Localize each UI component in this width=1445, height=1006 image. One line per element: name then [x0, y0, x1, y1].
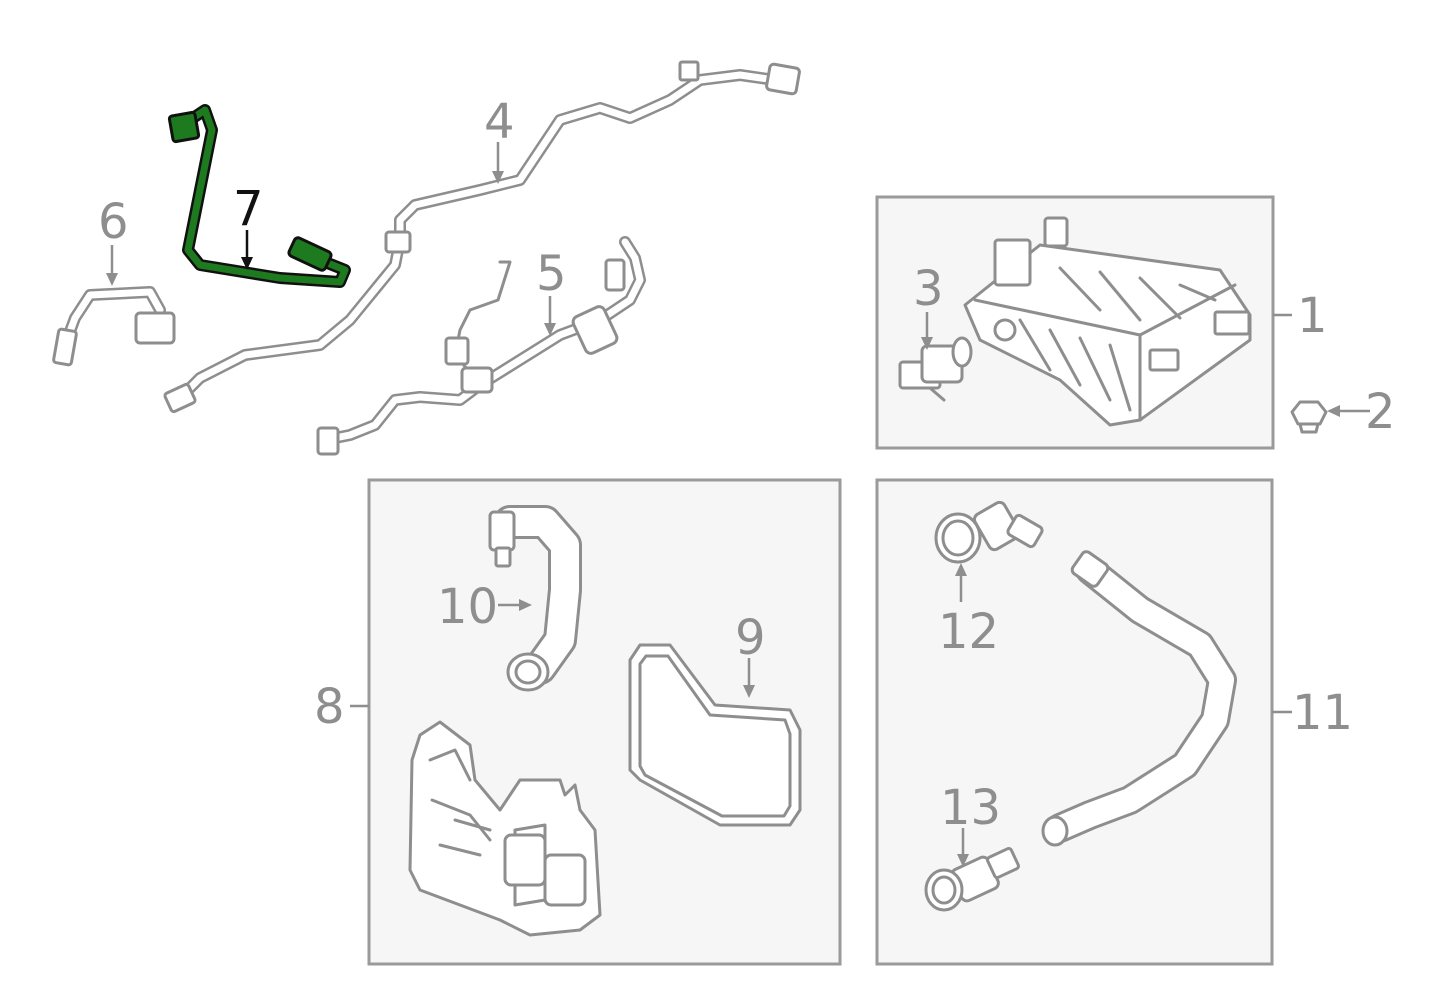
- callout-5: 5: [536, 246, 567, 302]
- callout-11: 11: [1292, 685, 1353, 741]
- part-7-oxygen-sensor-highlighted[interactable]: [167, 104, 351, 288]
- part-2-clip[interactable]: [1290, 400, 1328, 434]
- part-1-vapor-canister[interactable]: [963, 216, 1252, 427]
- callout-8: 8: [314, 679, 345, 735]
- callout-12: 12: [938, 604, 999, 660]
- part-5-wiring-harness[interactable]: [316, 236, 646, 456]
- callout-9: 9: [735, 610, 766, 666]
- part-9-gasket[interactable]: [628, 643, 802, 827]
- part-10-pcv-hose[interactable]: [488, 505, 582, 692]
- callout-7: 7: [233, 181, 264, 237]
- leader-lines: [106, 142, 1370, 867]
- callout-4: 4: [484, 94, 515, 150]
- callout-10: 10: [437, 579, 498, 635]
- callout-2: 2: [1365, 384, 1396, 440]
- callout-6: 6: [98, 194, 129, 250]
- part-3-purge-valve[interactable]: [898, 336, 973, 402]
- part-12-elbow-connector[interactable]: [934, 500, 1044, 564]
- part-6-oxygen-sensor[interactable]: [52, 286, 176, 367]
- part-11-vent-hose[interactable]: [1041, 550, 1237, 847]
- oil-separator[interactable]: [408, 720, 602, 937]
- part-13-quick-connector[interactable]: [924, 847, 1020, 912]
- part-4-wiring-harness[interactable]: [163, 60, 801, 414]
- callout-13: 13: [940, 780, 1001, 836]
- callout-3: 3: [913, 261, 944, 317]
- callout-1: 1: [1297, 288, 1328, 344]
